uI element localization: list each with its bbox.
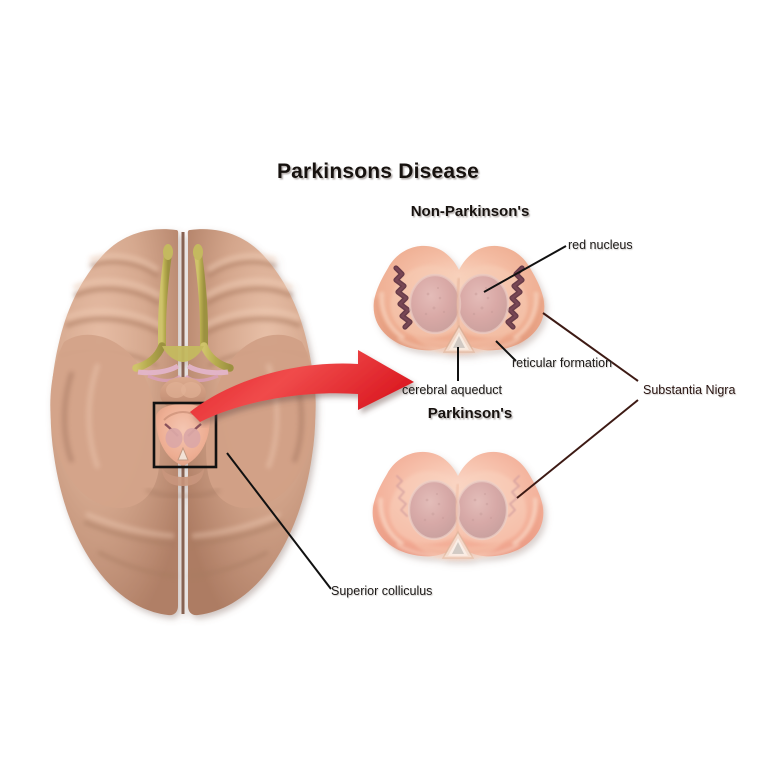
midbrain-park-svg	[372, 451, 544, 560]
leader-red-nucleus	[483, 245, 567, 293]
optic-chiasm	[132, 342, 234, 383]
red-nucleus-pair	[408, 273, 510, 335]
olfactory-tracts	[158, 244, 208, 350]
label-cerebral-aqueduct: cerebral aqueduct	[401, 383, 503, 397]
leader-reticular-formation	[495, 340, 517, 362]
midbrain-region	[156, 404, 210, 486]
leader-substantia-nigra-lower	[516, 399, 639, 499]
substantia-nigra-depigmented-left	[396, 475, 408, 517]
heading-parkinsons: Parkinson's	[427, 405, 513, 422]
magnify-arrow	[190, 350, 414, 422]
heading-non-parkinsons: Non-Parkinson's	[410, 203, 530, 220]
midbrain-section-parkinsons	[350, 437, 568, 585]
substantia-nigra-depigmented-right	[508, 475, 520, 517]
label-superior-colliculus: Superior colliculus	[331, 584, 433, 598]
page-title-text: Parkinsons Disease	[276, 160, 480, 183]
brain-inferior-view	[28, 222, 338, 622]
label-red-nucleus: red nucleus	[568, 238, 633, 252]
leader-substantia-nigra-upper	[542, 312, 639, 382]
midbrain-callout-box	[152, 401, 218, 469]
brain-svg	[50, 229, 316, 616]
label-substantia-nigra: Substantia Nigra	[643, 383, 736, 397]
midbrain-non-svg	[373, 245, 545, 354]
substantia-nigra-pigmented-left	[393, 265, 413, 330]
cerebral-aqueduct	[441, 530, 475, 559]
page-title: Parkinsons Disease	[0, 160, 768, 184]
midbrain-section-non-parkinsons	[352, 232, 567, 377]
brain-body	[50, 229, 316, 616]
cerebral-aqueduct	[442, 324, 476, 353]
red-nucleus-pair	[407, 479, 509, 541]
leader-superior-colliculus	[226, 452, 332, 590]
label-reticular-formation: reticular formation	[512, 356, 613, 370]
substantia-nigra-pigmented-right	[505, 265, 525, 330]
